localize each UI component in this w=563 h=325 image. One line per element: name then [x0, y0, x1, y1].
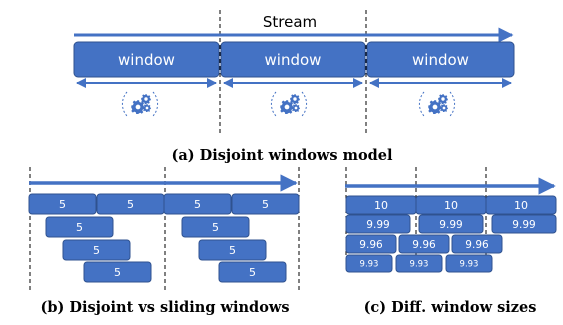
window-block-label: 9.99 [439, 219, 462, 231]
window-block-label: 9.96 [465, 239, 489, 251]
window-block: 5 [83, 261, 152, 283]
window-block-label: 9.93 [360, 260, 379, 270]
window-block: 9.93 [445, 254, 493, 273]
window-block: 5 [181, 216, 250, 238]
window-block: 9.96 [398, 234, 450, 254]
window-block-label: 10 [514, 199, 528, 212]
gears-icon [121, 91, 159, 117]
window-label: window [265, 51, 322, 69]
window-block-label: 9.96 [359, 239, 383, 251]
window-box-1: window [73, 41, 220, 78]
window-block-label: 9.99 [366, 219, 389, 231]
window-block-label: 9.99 [512, 219, 535, 231]
window-block: 5 [198, 239, 267, 261]
caption-b: (b) Disjoint vs sliding windows [40, 299, 289, 316]
window-block-label: 5 [194, 198, 201, 211]
window-block-label: 5 [229, 244, 236, 257]
window-block: 5 [163, 193, 232, 215]
window-block: 9.93 [345, 254, 393, 273]
gears-icon [270, 91, 308, 117]
window-block: 9.93 [395, 254, 443, 273]
window-block-label: 5 [93, 244, 100, 257]
window-block: 5 [218, 261, 287, 283]
window-block: 5 [62, 239, 131, 261]
window-block: 9.96 [451, 234, 503, 254]
window-block: 9.99 [418, 214, 484, 234]
window-block-label: 5 [212, 221, 219, 234]
caption-a: (a) Disjoint windows model [171, 147, 393, 164]
window-block-label: 9.93 [410, 260, 429, 270]
window-block-label: 5 [127, 198, 134, 211]
panel-a: Stream window window window [73, 10, 515, 164]
window-block: 5 [96, 193, 165, 215]
window-block: 5 [28, 193, 97, 215]
window-box-3: window [366, 41, 515, 78]
window-block: 9.99 [491, 214, 557, 234]
stream-label: Stream [263, 13, 317, 31]
window-label: window [118, 51, 175, 69]
window-block-label: 9.93 [460, 260, 479, 270]
window-block-label: 5 [59, 198, 66, 211]
window-block: 5 [231, 193, 300, 215]
gears-icon [418, 91, 456, 117]
window-block-label: 10 [444, 199, 458, 212]
window-block-label: 5 [249, 266, 256, 279]
window-block-label: 10 [374, 199, 388, 212]
caption-c: (c) Diff. window sizes [364, 299, 537, 316]
window-block-label: 5 [76, 221, 83, 234]
window-block: 10 [485, 195, 557, 215]
window-block: 10 [415, 195, 487, 215]
window-block: 10 [345, 195, 417, 215]
window-box-2: window [220, 41, 366, 78]
window-block: 9.99 [345, 214, 411, 234]
window-block-label: 5 [114, 266, 121, 279]
window-block: 5 [45, 216, 114, 238]
window-block: 9.96 [345, 234, 397, 254]
window-block-label: 5 [262, 198, 269, 211]
window-block-label: 9.96 [412, 239, 436, 251]
window-label: window [412, 51, 469, 69]
